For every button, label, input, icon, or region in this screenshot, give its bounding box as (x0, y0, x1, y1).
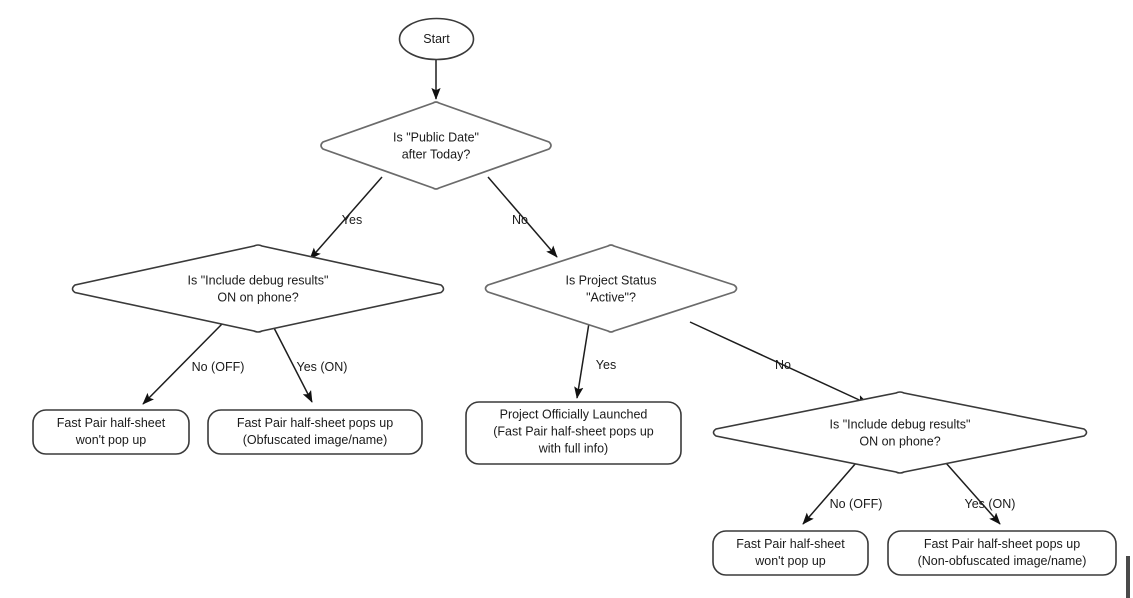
node-terminal-no-popup-left[interactable]: Fast Pair half-sheet won't pop up (32, 409, 190, 455)
start-label: Start (423, 32, 450, 46)
edge-label-public-date-yes: Yes (342, 213, 362, 227)
start-ellipse (398, 17, 475, 61)
node-decision-debug-right[interactable]: Is "Include debug results" ON on phone? (712, 391, 1088, 474)
node-start[interactable]: Start (398, 17, 475, 61)
non-obfuscated-box (887, 530, 1117, 576)
no-popup-left-line1: Fast Pair half-sheet (57, 416, 166, 430)
edge-label-group: Yes No No (OFF) Yes (ON) Yes No No (OFF)… (192, 213, 1016, 511)
obfuscated-line2: (Obfuscated image/name) (243, 433, 388, 447)
edge-debug-right-no (802, 462, 857, 525)
obfuscated-box (207, 409, 423, 455)
edge-project-status-yes (574, 322, 590, 399)
launched-line2: (Fast Pair half-sheet pops up (493, 424, 654, 438)
edge-group (142, 59, 1001, 525)
edge-debug-left-no (142, 323, 223, 405)
project-status-diamond (484, 244, 738, 333)
node-decision-debug-left[interactable]: Is "Include debug results" ON on phone? (71, 244, 445, 333)
edge-label-debug-right-yes: Yes (ON) (965, 497, 1016, 511)
debug-right-line1: Is "Include debug results" (830, 417, 971, 431)
non-obfuscated-line2: (Non-obfuscated image/name) (918, 554, 1087, 568)
edge-public-date-yes (309, 176, 383, 260)
launched-box (465, 401, 682, 465)
edge-project-status-no (689, 321, 869, 405)
node-terminal-non-obfuscated[interactable]: Fast Pair half-sheet pops up (Non-obfusc… (887, 530, 1117, 576)
public-date-diamond (320, 101, 552, 190)
edge-debug-left-yes (271, 323, 313, 403)
debug-right-diamond (712, 391, 1088, 474)
edge-public-date-no (487, 176, 558, 258)
node-decision-public-date[interactable]: Is "Public Date" after Today? (320, 101, 552, 190)
node-terminal-no-popup-right[interactable]: Fast Pair half-sheet won't pop up (712, 530, 869, 576)
node-terminal-launched[interactable]: Project Officially Launched (Fast Pair h… (465, 401, 682, 465)
obfuscated-line1: Fast Pair half-sheet pops up (237, 416, 393, 430)
edge-label-public-date-no: No (512, 213, 528, 227)
launched-line1: Project Officially Launched (500, 407, 648, 421)
public-date-line2: after Today? (402, 147, 471, 161)
launched-line3: with full info) (538, 441, 608, 455)
edge-debug-right-yes (945, 462, 1001, 525)
debug-left-diamond (71, 244, 445, 333)
edge-label-debug-left-yes: Yes (ON) (297, 360, 348, 374)
no-popup-left-line2: won't pop up (75, 433, 147, 447)
debug-right-line2: ON on phone? (859, 434, 940, 448)
node-decision-project-status[interactable]: Is Project Status "Active"? (484, 244, 738, 333)
no-popup-left-box (32, 409, 190, 455)
debug-left-line1: Is "Include debug results" (188, 273, 329, 287)
non-obfuscated-line1: Fast Pair half-sheet pops up (924, 537, 1080, 551)
project-status-line2: "Active"? (586, 290, 636, 304)
no-popup-right-box (712, 530, 869, 576)
node-terminal-obfuscated[interactable]: Fast Pair half-sheet pops up (Obfuscated… (207, 409, 423, 455)
edge-label-project-status-yes: Yes (596, 358, 616, 372)
public-date-line1: Is "Public Date" (393, 130, 479, 144)
edge-label-debug-left-no: No (OFF) (192, 360, 245, 374)
edge-label-project-status-no: No (775, 358, 791, 372)
right-edge-artifact (1126, 556, 1130, 598)
no-popup-right-line2: won't pop up (754, 554, 826, 568)
no-popup-right-line1: Fast Pair half-sheet (736, 537, 845, 551)
edge-label-debug-right-no: No (OFF) (830, 497, 883, 511)
debug-left-line2: ON on phone? (217, 290, 298, 304)
project-status-line1: Is Project Status (565, 273, 656, 287)
